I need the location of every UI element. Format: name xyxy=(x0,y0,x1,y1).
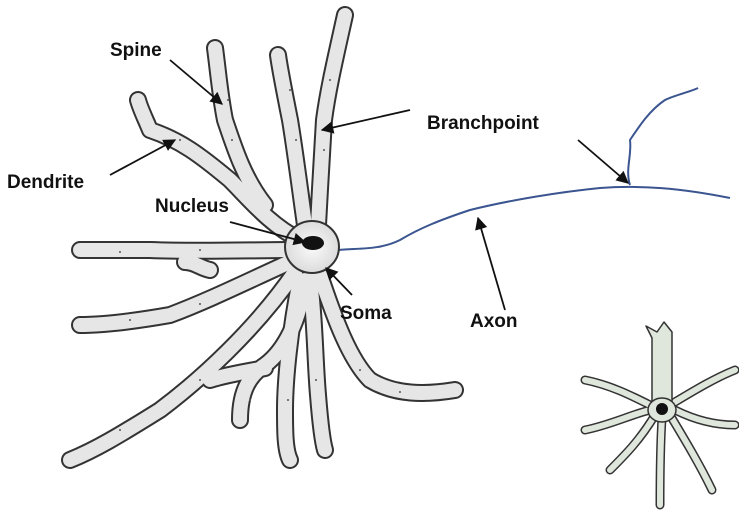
axon-branch xyxy=(628,88,698,185)
branchpoint-arrow xyxy=(578,140,628,183)
label-dendrite: Dendrite xyxy=(7,173,84,192)
pointer-arrows xyxy=(110,60,628,310)
spine-arrow-2 xyxy=(322,110,410,130)
axon-arrow xyxy=(478,218,505,310)
label-spine: Spine xyxy=(110,41,162,60)
axon-path xyxy=(338,187,730,250)
dendrite-arrow xyxy=(110,140,175,175)
label-branchpoint: Branchpoint xyxy=(427,114,539,133)
small-neuron xyxy=(585,322,735,505)
label-nucleus: Nucleus xyxy=(155,197,229,216)
small-neuron-apical xyxy=(646,322,672,408)
nucleus xyxy=(302,236,324,250)
small-neuron-nucleus xyxy=(656,403,668,415)
main-neuron xyxy=(70,15,455,460)
label-soma: Soma xyxy=(340,304,392,323)
label-axon: Axon xyxy=(470,312,518,331)
